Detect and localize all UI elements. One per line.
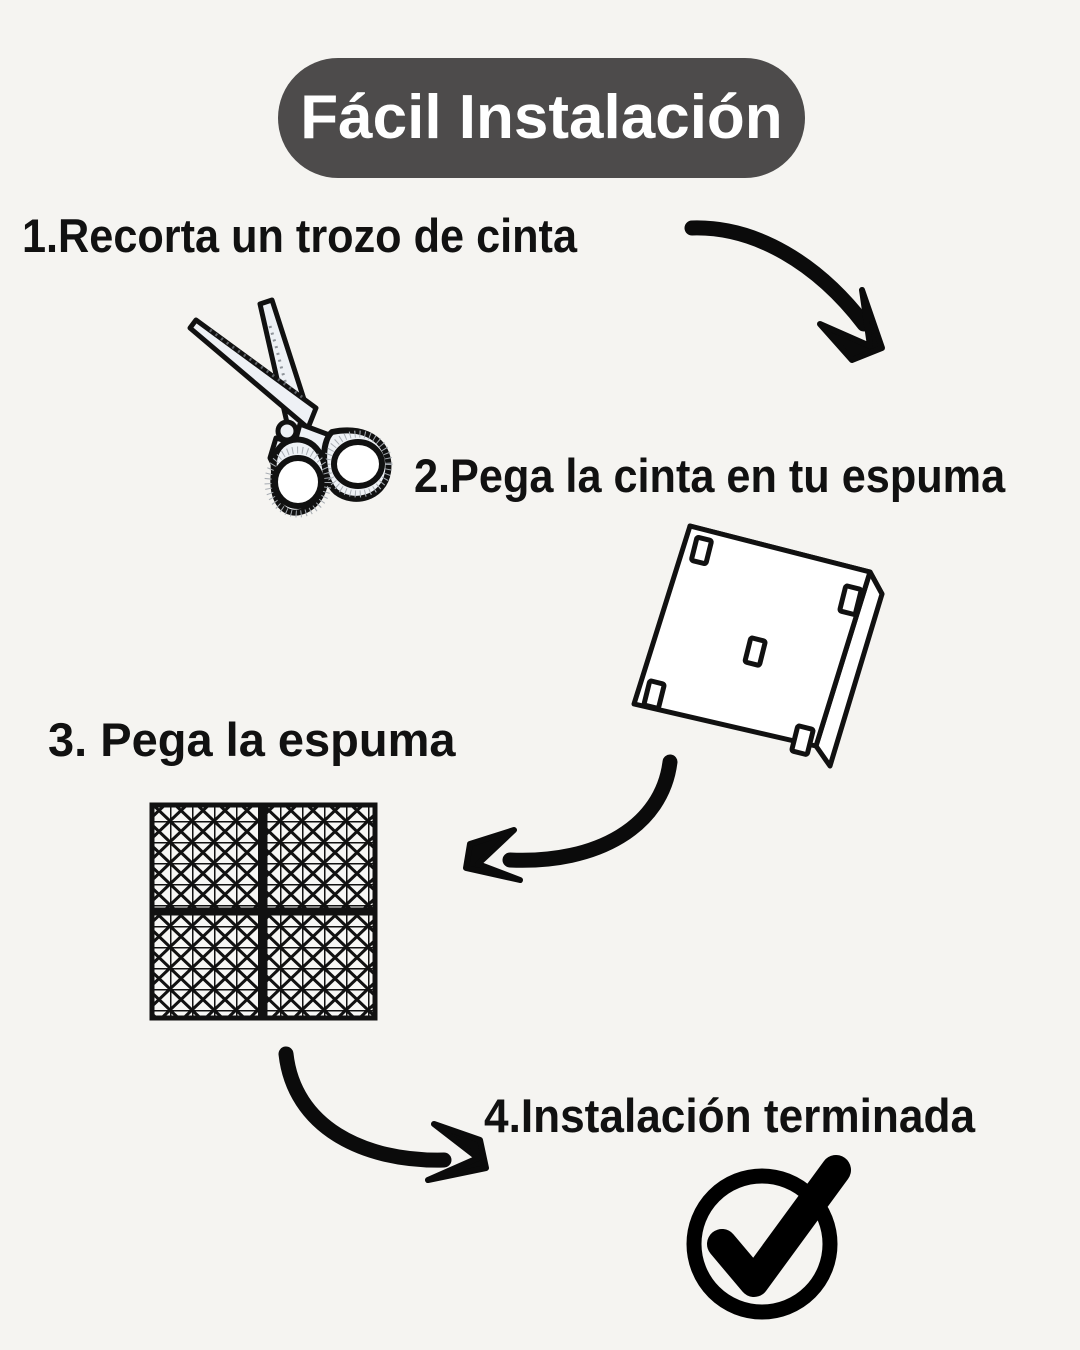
foam-tile-top-left bbox=[149, 802, 265, 913]
check-circle-icon bbox=[676, 1152, 856, 1327]
scissors-icon bbox=[182, 286, 397, 518]
arrow-head bbox=[425, 1121, 489, 1183]
check-mark bbox=[707, 1155, 851, 1297]
step-4-label: 4.Instalación terminada bbox=[484, 1089, 976, 1142]
arrow-curve bbox=[502, 754, 678, 868]
tape-square-top-right bbox=[837, 583, 864, 617]
tape-square-bottom-right bbox=[789, 723, 816, 757]
arrow-step1-to-step2-icon bbox=[684, 206, 916, 374]
arrow-curve bbox=[278, 1046, 452, 1168]
tape-square-bottom-left bbox=[641, 678, 667, 711]
foam-tiles-grid-icon bbox=[148, 800, 380, 1022]
arrow-head bbox=[463, 827, 523, 883]
foam-tile-bottom-right bbox=[262, 910, 378, 1021]
step-1-label: 1.Recorta un trozo de cinta bbox=[22, 209, 578, 262]
page-title-badge: Fácil Instalación bbox=[278, 58, 805, 178]
foam-tile-bottom-left bbox=[149, 910, 265, 1021]
tape-square-top-left bbox=[689, 534, 714, 567]
tape-square-center bbox=[742, 635, 768, 668]
scissors-handle-lower-hole bbox=[272, 455, 324, 509]
step-2-label: 2.Pega la cinta en tu espuma bbox=[414, 449, 1006, 502]
scissors-handle-right-hole bbox=[331, 439, 385, 489]
scissors-blade-left bbox=[187, 317, 319, 431]
arrow-curve bbox=[684, 220, 872, 332]
foam-panel-with-tape-icon bbox=[612, 498, 912, 788]
arrow-head bbox=[817, 287, 885, 363]
arrow-step3-to-step4-icon bbox=[258, 1034, 508, 1199]
scissors-handle-lower-shade bbox=[264, 446, 332, 518]
check-circle-ring bbox=[686, 1168, 838, 1320]
foam-tile-top-right bbox=[262, 802, 378, 913]
page-title: Fácil Instalación bbox=[300, 83, 783, 152]
arrow-step2-to-step3-icon bbox=[448, 752, 698, 907]
step-3-label: 3. Pega la espuma bbox=[48, 713, 456, 766]
